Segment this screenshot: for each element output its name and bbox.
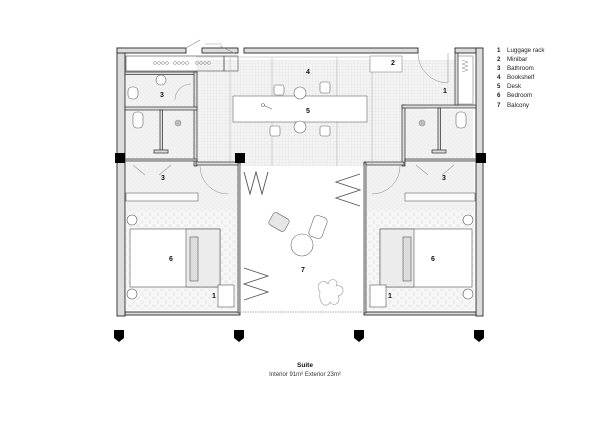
column bbox=[115, 153, 125, 163]
beds bbox=[126, 214, 474, 308]
drain-icon bbox=[418, 119, 426, 127]
minibar bbox=[369, 55, 403, 73]
room-label: 1 bbox=[443, 88, 447, 95]
wardrobe-strip bbox=[125, 39, 239, 72]
vanity-left bbox=[125, 192, 199, 202]
luggage-rack-left bbox=[217, 284, 235, 308]
toilet-icon bbox=[127, 86, 139, 100]
round-table-icon bbox=[290, 233, 314, 257]
outer-walls bbox=[116, 47, 484, 317]
grid-marker-icon bbox=[354, 330, 364, 342]
legend-label: Bookshelf bbox=[507, 74, 535, 82]
legend-label: Balcony bbox=[507, 101, 530, 109]
grid-markers bbox=[114, 330, 484, 342]
toilet-icon bbox=[132, 111, 144, 129]
legend-label: Desk bbox=[507, 83, 522, 91]
plan-title: Suite bbox=[297, 362, 313, 369]
column bbox=[235, 153, 245, 163]
plan-area-subtitle: Interior 91m² Exterior 23m² bbox=[269, 372, 341, 378]
chair-icon bbox=[319, 81, 331, 94]
legend-label: Bedroom bbox=[507, 92, 533, 100]
room-label: 3 bbox=[161, 175, 165, 182]
room-label: 4 bbox=[306, 69, 310, 76]
room-label: 6 bbox=[431, 256, 435, 263]
armchair-icon bbox=[308, 215, 328, 239]
entry-door bbox=[417, 52, 474, 105]
column bbox=[476, 153, 486, 163]
chair-icon bbox=[273, 84, 285, 96]
bath-left-floor bbox=[126, 160, 238, 210]
bathroom-fixtures bbox=[125, 74, 476, 202]
grid-marker-icon bbox=[234, 330, 244, 342]
columns bbox=[115, 153, 486, 163]
room-label: 3 bbox=[442, 175, 446, 182]
entry-floor bbox=[402, 60, 458, 108]
room-label: 5 bbox=[306, 108, 310, 115]
balcony-furniture bbox=[268, 212, 344, 306]
legend-label: Bathroom bbox=[507, 65, 534, 73]
person-icon bbox=[293, 120, 307, 134]
sink-icon bbox=[155, 74, 167, 86]
plant-icon bbox=[317, 279, 344, 306]
chair-icon bbox=[269, 125, 281, 137]
bath-right-floor bbox=[364, 160, 474, 210]
bedroom-doors bbox=[199, 165, 401, 195]
room-label: 7 bbox=[301, 267, 305, 274]
room-label: 6 bbox=[169, 256, 173, 263]
chairs bbox=[261, 81, 331, 137]
person-icon bbox=[293, 86, 307, 100]
desk bbox=[232, 95, 368, 123]
legend-label: Minibar bbox=[507, 56, 528, 64]
toilet-icon bbox=[455, 111, 467, 129]
room-labels: 1 2 3 4 5 3 3 6 6 1 1 7 bbox=[160, 60, 447, 300]
grid-marker-icon bbox=[474, 330, 484, 342]
room-label: 1 bbox=[388, 293, 392, 300]
room-label: 3 bbox=[160, 92, 164, 99]
balcony-doors bbox=[240, 170, 364, 313]
room-label: 2 bbox=[391, 60, 395, 67]
chair-icon bbox=[319, 125, 331, 137]
vanity-right bbox=[404, 192, 476, 202]
drain-icon bbox=[174, 119, 182, 127]
luggage-rack-right bbox=[369, 284, 387, 308]
lounge-chair-icon bbox=[268, 212, 290, 232]
living-area bbox=[196, 55, 403, 166]
room-label: 1 bbox=[212, 293, 216, 300]
legend-label: Luggage rack bbox=[507, 47, 545, 54]
grid-marker-icon bbox=[114, 330, 124, 342]
hooks bbox=[153, 61, 211, 65]
